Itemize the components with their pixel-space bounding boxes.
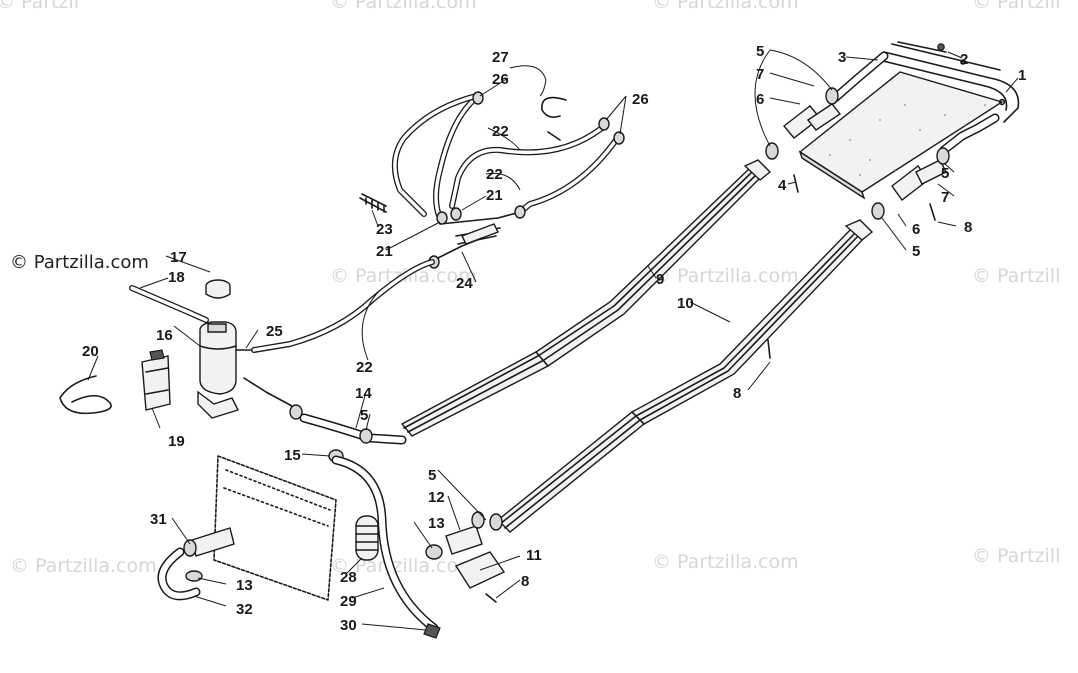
watermark-faint: © Partzil — [0, 0, 79, 13]
callout-6: 6 — [756, 91, 764, 108]
callout-labels: 1 2 3 4 5 5 5 5 5 6 6 7 7 8 8 8 9 10 11 … — [82, 43, 1026, 634]
callout-7: 7 — [941, 189, 949, 206]
callout-21: 21 — [486, 187, 503, 204]
callout-9: 9 — [656, 271, 664, 288]
coolant-bottle — [129, 279, 253, 419]
lower-hose-group — [243, 377, 441, 639]
callout-8: 8 — [964, 219, 972, 236]
callout-26: 26 — [492, 71, 509, 88]
watermark-faint: © Partzill — [972, 265, 1060, 287]
callout-20: 20 — [82, 343, 99, 360]
callout-22: 22 — [492, 123, 509, 140]
watermark-main: © Partzilla.com — [10, 252, 149, 273]
vent-hose-group — [359, 91, 625, 269]
callout-7: 7 — [756, 66, 764, 83]
callout-31: 31 — [150, 511, 167, 528]
callout-8: 8 — [733, 385, 741, 402]
callout-13: 13 — [428, 515, 445, 532]
watermark-faint: © Partzilla.com — [330, 0, 477, 13]
callout-5: 5 — [756, 43, 764, 60]
callout-3: 3 — [838, 49, 846, 66]
callout-14: 14 — [355, 385, 372, 402]
spring-28 — [355, 515, 379, 561]
callout-5: 5 — [912, 243, 920, 260]
callout-19: 19 — [168, 433, 185, 450]
filter-19 — [59, 349, 171, 415]
tunnel-cooler-left — [400, 159, 772, 437]
callout-2: 2 — [960, 51, 968, 68]
watermark-faint: © Partzilla.com — [10, 555, 157, 577]
watermark-faint: © Partzilla.com — [652, 551, 799, 573]
callout-29: 29 — [340, 593, 357, 610]
callout-11: 11 — [526, 547, 542, 564]
leader-lines — [87, 49, 1019, 631]
rear-heat-exchanger — [765, 41, 1020, 221]
hose-22-to-bottle — [251, 237, 483, 353]
callout-5: 5 — [941, 165, 949, 182]
watermark-group: © Partzilla.com © Partzilla.com © Partzi… — [0, 0, 1060, 577]
callout-26: 26 — [632, 91, 649, 108]
callout-22: 22 — [356, 359, 373, 376]
callout-25: 25 — [266, 323, 283, 340]
watermark-faint: © Partzilla.com — [652, 0, 799, 13]
callout-32: 32 — [236, 601, 253, 618]
callout-6: 6 — [912, 221, 920, 238]
callout-22: 22 — [486, 166, 503, 183]
callout-30: 30 — [340, 617, 357, 634]
callout-5: 5 — [428, 467, 436, 484]
tunnel-cooler-right — [489, 219, 874, 533]
callout-8: 8 — [521, 573, 529, 590]
callout-13: 13 — [236, 577, 253, 594]
callout-24: 24 — [456, 275, 473, 292]
watermark-faint: © Partzill — [972, 0, 1060, 13]
callout-16: 16 — [156, 327, 173, 344]
callout-27: 27 — [492, 49, 509, 66]
callout-10: 10 — [677, 295, 694, 312]
callout-1: 1 — [1018, 67, 1026, 84]
callout-28: 28 — [340, 569, 357, 586]
watermark-faint: © Partzill — [972, 545, 1060, 567]
elbow-fittings — [157, 527, 235, 601]
callout-21: 21 — [376, 243, 393, 260]
callout-17: 17 — [170, 249, 187, 266]
watermark-faint: © Partzilla.com — [652, 265, 799, 287]
callout-4: 4 — [778, 177, 787, 194]
callout-23: 23 — [376, 221, 393, 238]
front-heat-exchanger — [213, 455, 337, 601]
callout-5: 5 — [360, 407, 368, 424]
callout-12: 12 — [428, 489, 445, 506]
callout-18: 18 — [168, 269, 185, 286]
callout-15: 15 — [284, 447, 301, 464]
